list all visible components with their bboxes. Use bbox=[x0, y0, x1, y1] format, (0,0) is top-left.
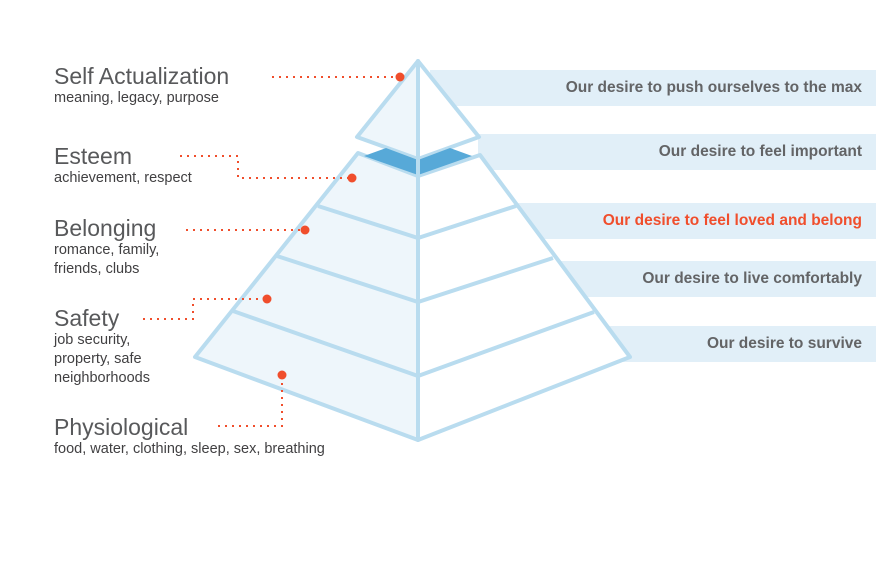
label-belonging: Belonging romance, family, friends, club… bbox=[54, 215, 184, 279]
connector-safety bbox=[143, 298, 267, 320]
connector-physiological bbox=[218, 375, 283, 427]
level-subtitle: achievement, respect bbox=[54, 170, 192, 186]
desire-text: Our desire to survive bbox=[706, 335, 862, 352]
desire-text: Our desire to feel important bbox=[658, 143, 862, 160]
label-esteem: Esteem achievement, respect bbox=[54, 143, 192, 188]
marker-dot bbox=[347, 173, 357, 183]
desire-bar-esteem: Our desire to feel important bbox=[478, 134, 876, 170]
pyramid-base-left bbox=[193, 151, 420, 442]
connector-esteem bbox=[180, 155, 352, 179]
desire-bar-physiological: Our desire to survive bbox=[600, 326, 876, 362]
level-title: Safety bbox=[54, 305, 120, 331]
level-title: Physiological bbox=[54, 414, 189, 440]
marker-dot bbox=[300, 225, 310, 235]
level-title: Belonging bbox=[54, 215, 157, 241]
pyramid-base-right bbox=[416, 153, 632, 442]
label-safety: Safety job security, property, safe neig… bbox=[54, 305, 169, 388]
marker-dot bbox=[277, 370, 287, 380]
level-subtitle: meaning, legacy, purpose bbox=[54, 90, 219, 106]
marker-dot bbox=[262, 294, 272, 304]
marker-dot bbox=[395, 72, 405, 82]
label-physiological: Physiological food, water, clothing, sle… bbox=[54, 414, 325, 459]
level-subtitle: food, water, clothing, sleep, sex, breat… bbox=[54, 441, 325, 457]
desire-text: Our desire to push ourselves to the max bbox=[565, 79, 862, 96]
desire-text: Our desire to live comfortably bbox=[642, 270, 862, 287]
desire-bar-belonging: Our desire to feel loved and belong bbox=[514, 203, 876, 239]
level-title: Self Actualization bbox=[54, 63, 230, 89]
desire-bar-safety: Our desire to live comfortably bbox=[551, 261, 876, 297]
level-title: Esteem bbox=[54, 143, 132, 169]
level-subtitle: romance, family, friends, clubs bbox=[54, 242, 160, 277]
desire-text: Our desire to feel loved and belong bbox=[602, 212, 862, 229]
label-self-actualization: Self Actualization meaning, legacy, purp… bbox=[54, 63, 229, 108]
desire-bar-self-actualization: Our desire to push ourselves to the max bbox=[430, 70, 876, 106]
level-subtitle: job security, property, safe neighborhoo… bbox=[54, 332, 150, 386]
pyramid-top-left bbox=[355, 59, 420, 161]
pyramid-top-right bbox=[416, 59, 481, 161]
